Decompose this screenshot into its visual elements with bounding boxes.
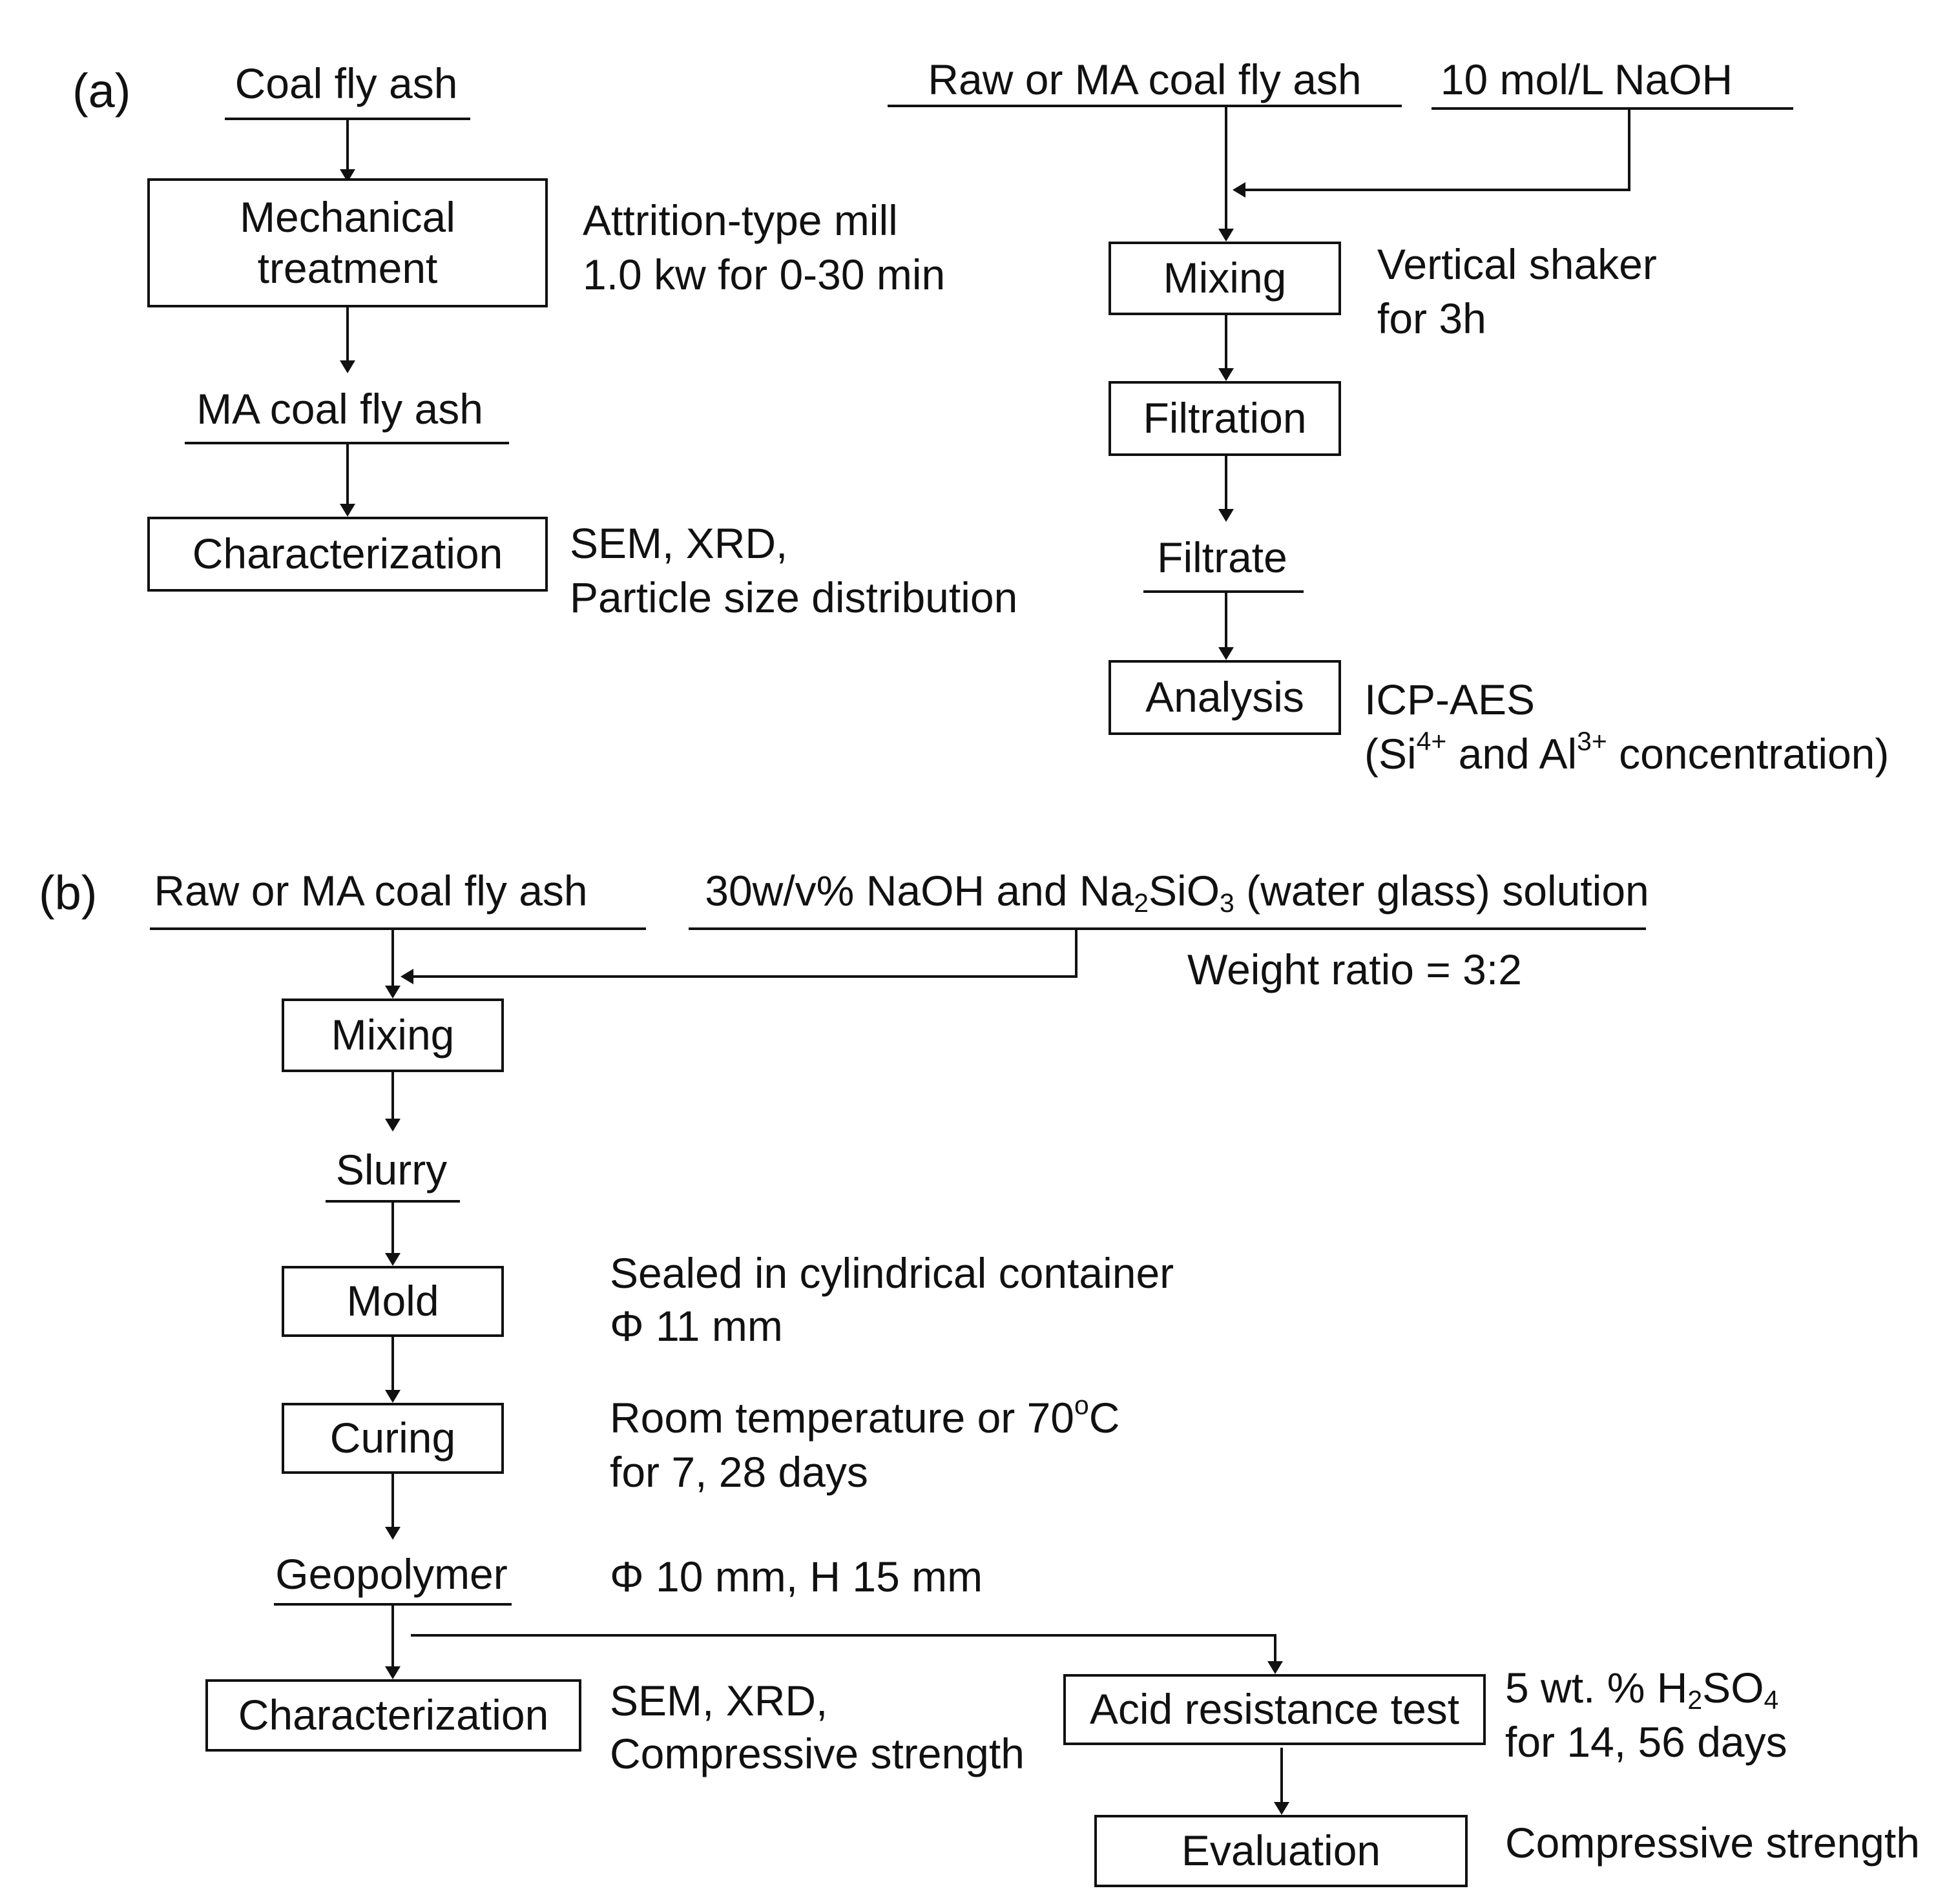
geopolymer-note: Φ 10 mm, H 15 mm xyxy=(610,1553,983,1600)
mold-note-line2: Φ 11 mm xyxy=(610,1302,783,1350)
mixing-b-label: Mixing xyxy=(331,1011,455,1059)
mechanical-treatment-line2: treatment xyxy=(257,244,438,292)
mill-note-line1: Attrition-type mill xyxy=(583,196,898,244)
arrowhead xyxy=(340,169,355,182)
arrowhead xyxy=(1274,1802,1289,1815)
char-note-b-line1: SEM, XRD, xyxy=(610,1677,828,1724)
arrowhead xyxy=(385,1666,401,1679)
curing-note-line1: Room temperature or 70oC xyxy=(610,1390,1120,1442)
naoh-label: 10 mol/L NaOH xyxy=(1440,56,1733,103)
mold-note-line1: Sealed in cylindrical container xyxy=(610,1249,1174,1297)
evaluation-box: Evaluation xyxy=(1094,1815,1468,1887)
evaluation-note: Compressive strength xyxy=(1505,1819,1920,1867)
icp-note-line1: ICP-AES xyxy=(1364,676,1536,723)
mixing-a-label: Mixing xyxy=(1163,254,1287,302)
arrowhead xyxy=(385,1527,401,1540)
characterization-b-label: Characterization xyxy=(238,1691,549,1739)
coal-fly-ash-label: Coal fly ash xyxy=(234,59,458,107)
slurry-label: Slurry xyxy=(335,1146,448,1194)
evaluation-label: Evaluation xyxy=(1181,1826,1381,1875)
arrowhead xyxy=(385,1253,401,1266)
characterization-a-label: Characterization xyxy=(192,530,503,578)
raw-or-ma-label-a: Raw or MA coal fly ash xyxy=(928,56,1362,103)
acid-note-line2: for 14, 56 days xyxy=(1505,1718,1787,1766)
arrow-b-geopolymer-to-acid xyxy=(411,1634,1276,1661)
mechanical-treatment-line1: Mechanical xyxy=(240,192,455,241)
arrowhead xyxy=(1218,229,1234,242)
arrowhead xyxy=(385,1390,401,1403)
filtration-box: Filtration xyxy=(1109,381,1341,456)
alkali-solution-label: 30w/v% NaOH and Na2SiO3 (water glass) so… xyxy=(705,867,1649,918)
icp-note-line2: (Si4+ and Al3+ concentration) xyxy=(1364,726,1890,778)
geopolymer-label: Geopolymer xyxy=(275,1550,508,1598)
mold-label: Mold xyxy=(346,1277,439,1325)
ma-coal-fly-ash-label: MA coal fly ash xyxy=(196,385,483,433)
characterization-box-a: Characterization xyxy=(147,517,548,592)
acid-resistance-test-box: Acid resistance test xyxy=(1063,1674,1486,1745)
shaker-note-line1: Vertical shaker xyxy=(1377,240,1657,288)
analysis-label: Analysis xyxy=(1145,673,1304,721)
mill-note-line2: 1.0 kw for 0-30 min xyxy=(583,251,946,298)
arrowhead xyxy=(1218,647,1234,660)
arrowhead xyxy=(1218,509,1234,522)
char-note-a-line2: Particle size distribution xyxy=(570,574,1018,621)
char-note-a-line1: SEM, XRD, xyxy=(570,519,788,567)
shaker-note-line2: for 3h xyxy=(1377,295,1486,342)
char-note-b-line2: Compressive strength xyxy=(610,1730,1025,1777)
panel-a-label: (a) xyxy=(72,64,131,118)
arrowhead xyxy=(1218,368,1234,381)
mold-box: Mold xyxy=(282,1266,504,1337)
analysis-box: Analysis xyxy=(1109,660,1341,735)
arrow-naoh-to-mixing xyxy=(1245,109,1630,191)
arrowhead xyxy=(1267,1661,1283,1674)
raw-or-ma-label-b: Raw or MA coal fly ash xyxy=(154,867,588,915)
arrow-b-solution-to-mixing xyxy=(413,929,1078,978)
curing-label: Curing xyxy=(329,1414,456,1462)
arrowhead xyxy=(340,504,355,517)
arrowhead xyxy=(385,986,401,999)
curing-box: Curing xyxy=(282,1403,504,1474)
arrowhead xyxy=(385,1119,401,1132)
filtrate-label: Filtrate xyxy=(1157,533,1287,581)
mixing-box-a: Mixing xyxy=(1109,242,1341,315)
mixing-box-b: Mixing xyxy=(282,999,504,1072)
curing-note-line2: for 7, 28 days xyxy=(610,1448,868,1496)
weight-ratio-note: Weight ratio = 3:2 xyxy=(1187,946,1522,993)
arrowhead xyxy=(340,360,355,373)
acid-note-line1: 5 wt. % H2SO4 xyxy=(1505,1664,1779,1715)
acid-resistance-test-label: Acid resistance test xyxy=(1089,1685,1460,1733)
arrowhead xyxy=(401,969,413,984)
filtration-label: Filtration xyxy=(1143,394,1307,442)
characterization-box-b: Characterization xyxy=(205,1679,581,1752)
mechanical-treatment-box: Mechanical treatment xyxy=(147,178,548,307)
arrowhead xyxy=(1233,182,1245,198)
panel-b-label: (b) xyxy=(39,866,98,920)
